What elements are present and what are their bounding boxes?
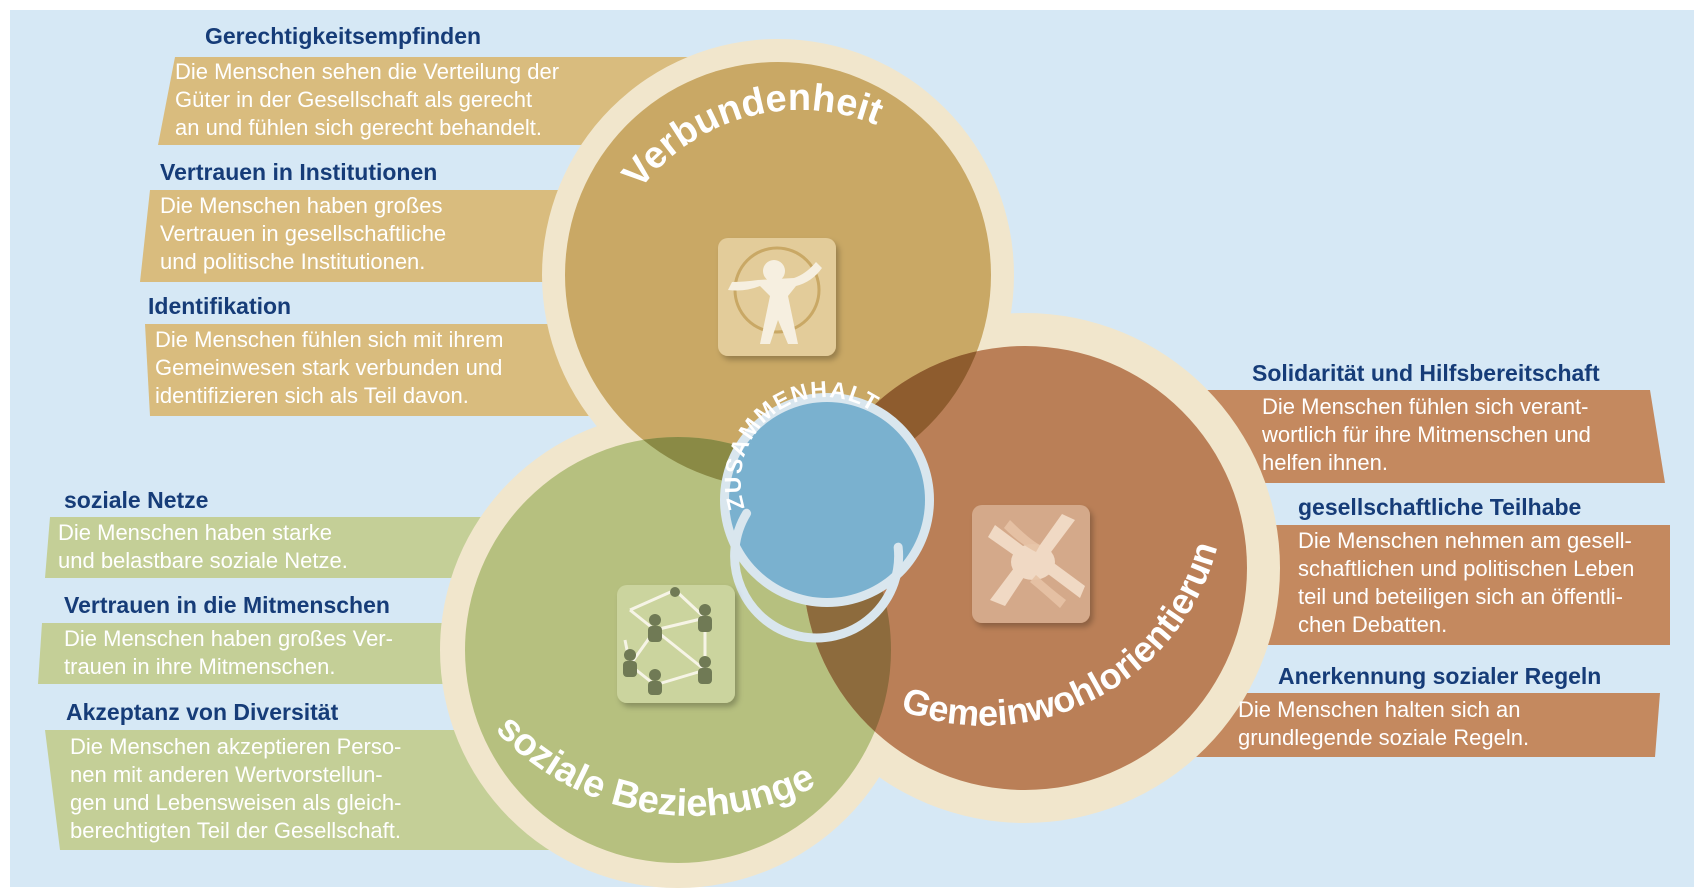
text-vertrauen-mitmenschen: Die Menschen haben großes Ver- trauen in… bbox=[64, 626, 393, 679]
heading-solidaritaet: Solidarität und Hilfsbereitschaft bbox=[1252, 360, 1600, 386]
text-akzeptanz-diversitaet: Die Menschen akzeptieren Perso- nen mit … bbox=[70, 734, 402, 843]
heading-gerechtigkeitsempfinden: Gerechtigkeitsempfinden bbox=[205, 23, 482, 49]
text-gerechtigkeitsempfinden: Die Menschen sehen die Verteilung der Gü… bbox=[175, 59, 560, 140]
network-of-people-icon bbox=[617, 585, 735, 703]
stacked-hands-icon bbox=[972, 505, 1090, 623]
text-soziale-netze: Die Menschen haben starke und belastbare… bbox=[58, 520, 348, 573]
ribbons-left-bottom bbox=[38, 517, 560, 850]
heading-teilhabe: gesellschaftliche Teilhabe bbox=[1298, 494, 1582, 520]
text-identifikation: Die Menschen fühlen sich mit ihrem Gemei… bbox=[155, 327, 504, 408]
heading-vertrauen-institutionen: Vertrauen in Institutionen bbox=[160, 159, 438, 185]
center-emblem: ZUSAMMENHALT bbox=[720, 376, 934, 643]
person-arms-raised-icon bbox=[718, 238, 836, 356]
heading-soziale-netze: soziale Netze bbox=[64, 487, 209, 513]
ribbons-left-top bbox=[140, 57, 700, 416]
text-teilhabe: Die Menschen nehmen am gesell- schaftlic… bbox=[1298, 528, 1635, 637]
ribbons-right bbox=[1180, 390, 1670, 757]
heading-akzeptanz-diversitaet: Akzeptanz von Diversität bbox=[66, 699, 339, 725]
text-anerkennung-regeln: Die Menschen halten sich an grundlegende… bbox=[1238, 697, 1530, 750]
heading-anerkennung-regeln: Anerkennung sozialer Regeln bbox=[1278, 663, 1602, 689]
heading-identifikation: Identifikation bbox=[148, 293, 292, 319]
heading-vertrauen-mitmenschen: Vertrauen in die Mitmenschen bbox=[64, 592, 390, 618]
text-vertrauen-institutionen: Die Menschen haben großes Vertrauen in g… bbox=[160, 193, 447, 274]
text-solidaritaet: Die Menschen fühlen sich verant- wortlic… bbox=[1262, 394, 1591, 475]
